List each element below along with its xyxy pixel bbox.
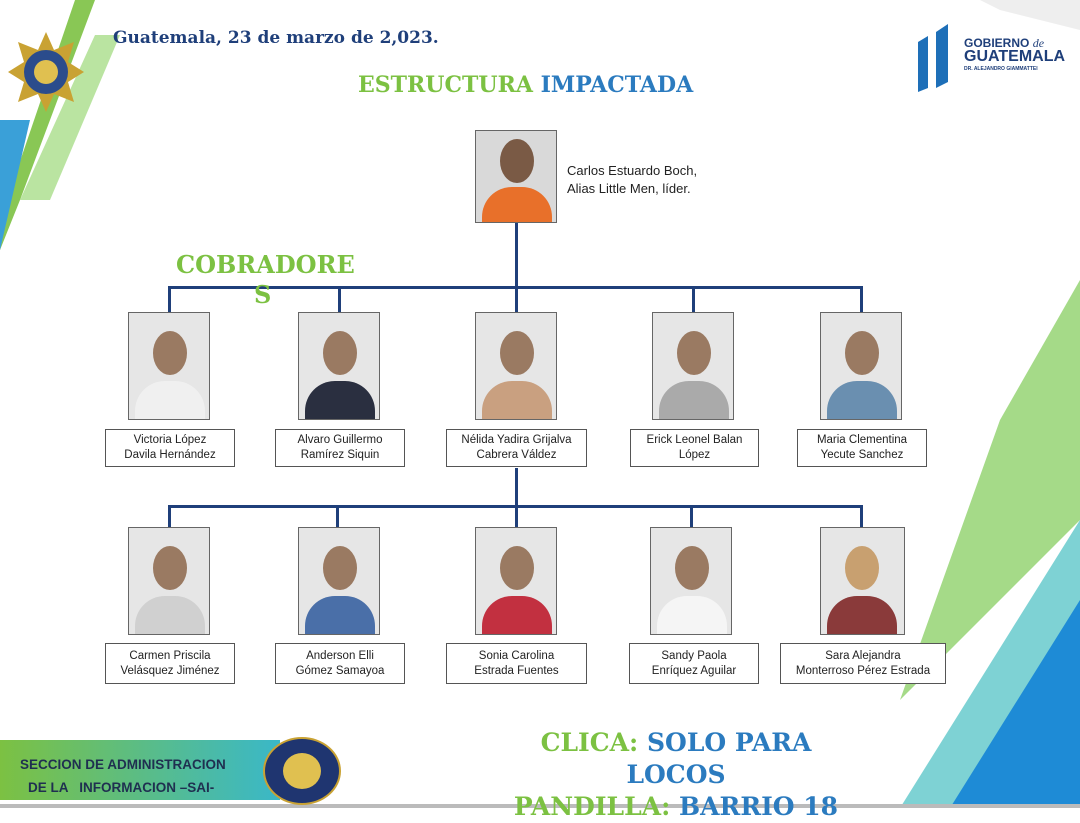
pandilla-value: BARRIO 18: [679, 792, 839, 821]
member-name-line2: Gómez Samayoa: [295, 664, 385, 677]
member-photo: [475, 527, 557, 635]
gov-logo-line1: GOBIERNO: [964, 36, 1030, 50]
group-label-cobradores: COBRADORE S: [176, 250, 355, 310]
member-name-line2: Davila Hernández: [124, 449, 216, 461]
gov-logo-line2: GUATEMALA: [964, 48, 1066, 65]
member-name-line1: Alvaro Guillermo: [297, 434, 383, 446]
group-label-line2: S: [254, 280, 272, 309]
clica-value: SOLO PARA LOCOS: [626, 728, 812, 789]
leader-photo: [475, 130, 557, 223]
pandilla-label: PANDILLA:: [513, 792, 671, 821]
member-photo: [298, 527, 380, 635]
member-photo: [128, 527, 210, 635]
group-label-line1: COBRADORE: [176, 250, 355, 279]
connector-line: [860, 286, 863, 312]
connector-line: [690, 505, 693, 527]
member-name-line2: Enríquez Aguilar: [651, 664, 737, 677]
member-name-line1: Carmen Priscila: [129, 649, 211, 662]
member-photo: [475, 312, 557, 420]
member-photo: [820, 312, 902, 420]
member-name-line1: Sara Alejandra: [825, 649, 901, 662]
connector-line: [515, 222, 518, 288]
member-name-line1: Anderson Elli: [306, 649, 374, 662]
connector-line: [515, 468, 518, 506]
connector-line: [168, 286, 171, 312]
member-name-line1: Victoria López: [133, 434, 207, 446]
member-photo: [128, 312, 210, 420]
connector-line: [336, 505, 339, 527]
connector-line: [338, 286, 341, 312]
connector-line: [515, 505, 518, 527]
gov-logo-line3: DR. ALEJANDRO GIAMMATTEI: [964, 66, 1038, 72]
gang-info: CLICA: SOLO PARA LOCOS PANDILLA: BARRIO …: [496, 727, 856, 823]
member-name-line2: Estrada Fuentes: [474, 664, 559, 677]
police-badge-logo: [8, 32, 84, 112]
member-name-line1: Maria Clementina: [816, 434, 908, 446]
member-photo: [652, 312, 734, 420]
title-part1: ESTRUCTURA: [358, 72, 533, 98]
section-banner: SECCION DE ADMINISTRACION DE LA INFORMAC…: [0, 740, 280, 800]
member-photo: [650, 527, 732, 635]
member-name-line2: López: [678, 449, 711, 461]
leader-caption: Carlos Estuardo Boch, Alias Little Men, …: [567, 162, 697, 198]
section-line2: DE LA INFORMACION –SAI-: [28, 780, 215, 795]
title-part2: IMPACTADA: [540, 72, 694, 98]
date-text: Guatemala, 23 de marzo de 2,023.: [113, 28, 439, 48]
member-name-line1: Sandy Paola: [661, 649, 727, 662]
member-name-line1: Nélida Yadira Grijalva: [461, 434, 572, 446]
connector-line: [860, 505, 863, 527]
member-name-line1: Sonia Carolina: [478, 649, 555, 662]
gov-logo-de: de: [1032, 36, 1045, 50]
connector-line: [692, 286, 695, 312]
government-logo: GOBIERNO de GUATEMALA DR. ALEJANDRO GIAM…: [918, 22, 1078, 92]
section-line1: SECCION DE ADMINISTRACION: [20, 757, 226, 772]
leader-alias: Alias Little Men, líder.: [567, 181, 691, 196]
leader-name: Carlos Estuardo Boch,: [567, 163, 698, 178]
clica-label: CLICA:: [540, 728, 639, 757]
member-name-line2: Ramírez Siquin: [300, 449, 380, 461]
member-photo: [820, 527, 905, 635]
sai-seal-logo: [263, 737, 341, 805]
member-name-line2: Cabrera Váldez: [476, 449, 557, 461]
connector-line: [168, 505, 171, 527]
member-name-line2: Monterroso Pérez Estrada: [795, 664, 931, 677]
member-photo: [298, 312, 380, 420]
member-name-line2: Yecute Sanchez: [820, 449, 904, 461]
connector-line: [515, 286, 518, 312]
page-title: ESTRUCTURA IMPACTADA: [358, 72, 693, 98]
member-name-line1: Erick Leonel Balan: [646, 434, 743, 446]
member-name-line2: Velásquez Jiménez: [120, 664, 220, 677]
